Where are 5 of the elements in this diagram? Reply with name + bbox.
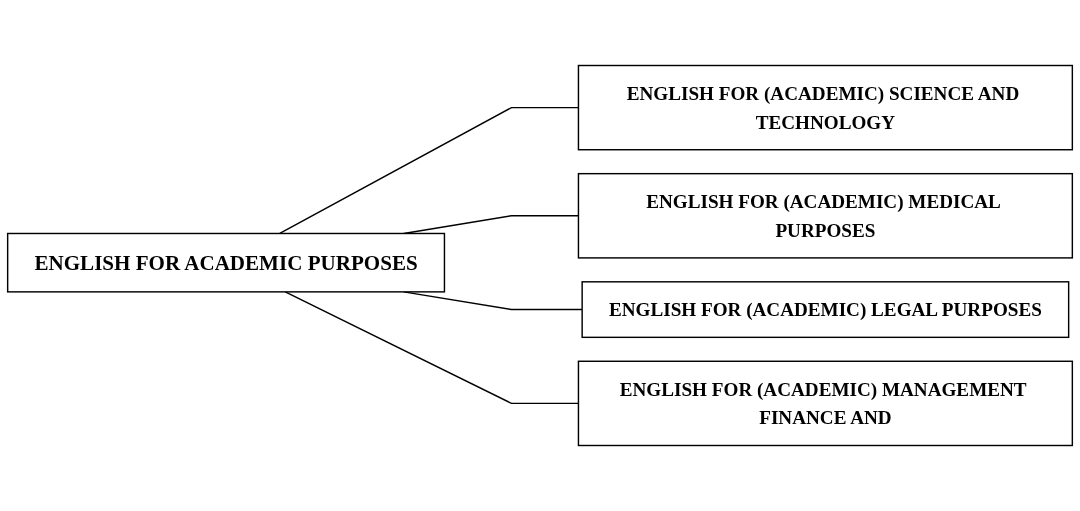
node-box: ENGLISH FOR (ACADEMIC) MEDICAL PURPOSES (577, 172, 1074, 259)
node-box: ENGLISH FOR (ACADEMIC) SCIENCE AND TECHNOLOGY (577, 64, 1074, 151)
node-box: ENGLISH FOR ACADEMIC PURPOSES (6, 232, 446, 293)
node-box: ENGLISH FOR (ACADEMIC) LEGAL PURPOSES (581, 281, 1070, 339)
node-box: ENGLISH FOR (ACADEMIC) MANAGEMENT FINANCE AND (577, 360, 1074, 447)
